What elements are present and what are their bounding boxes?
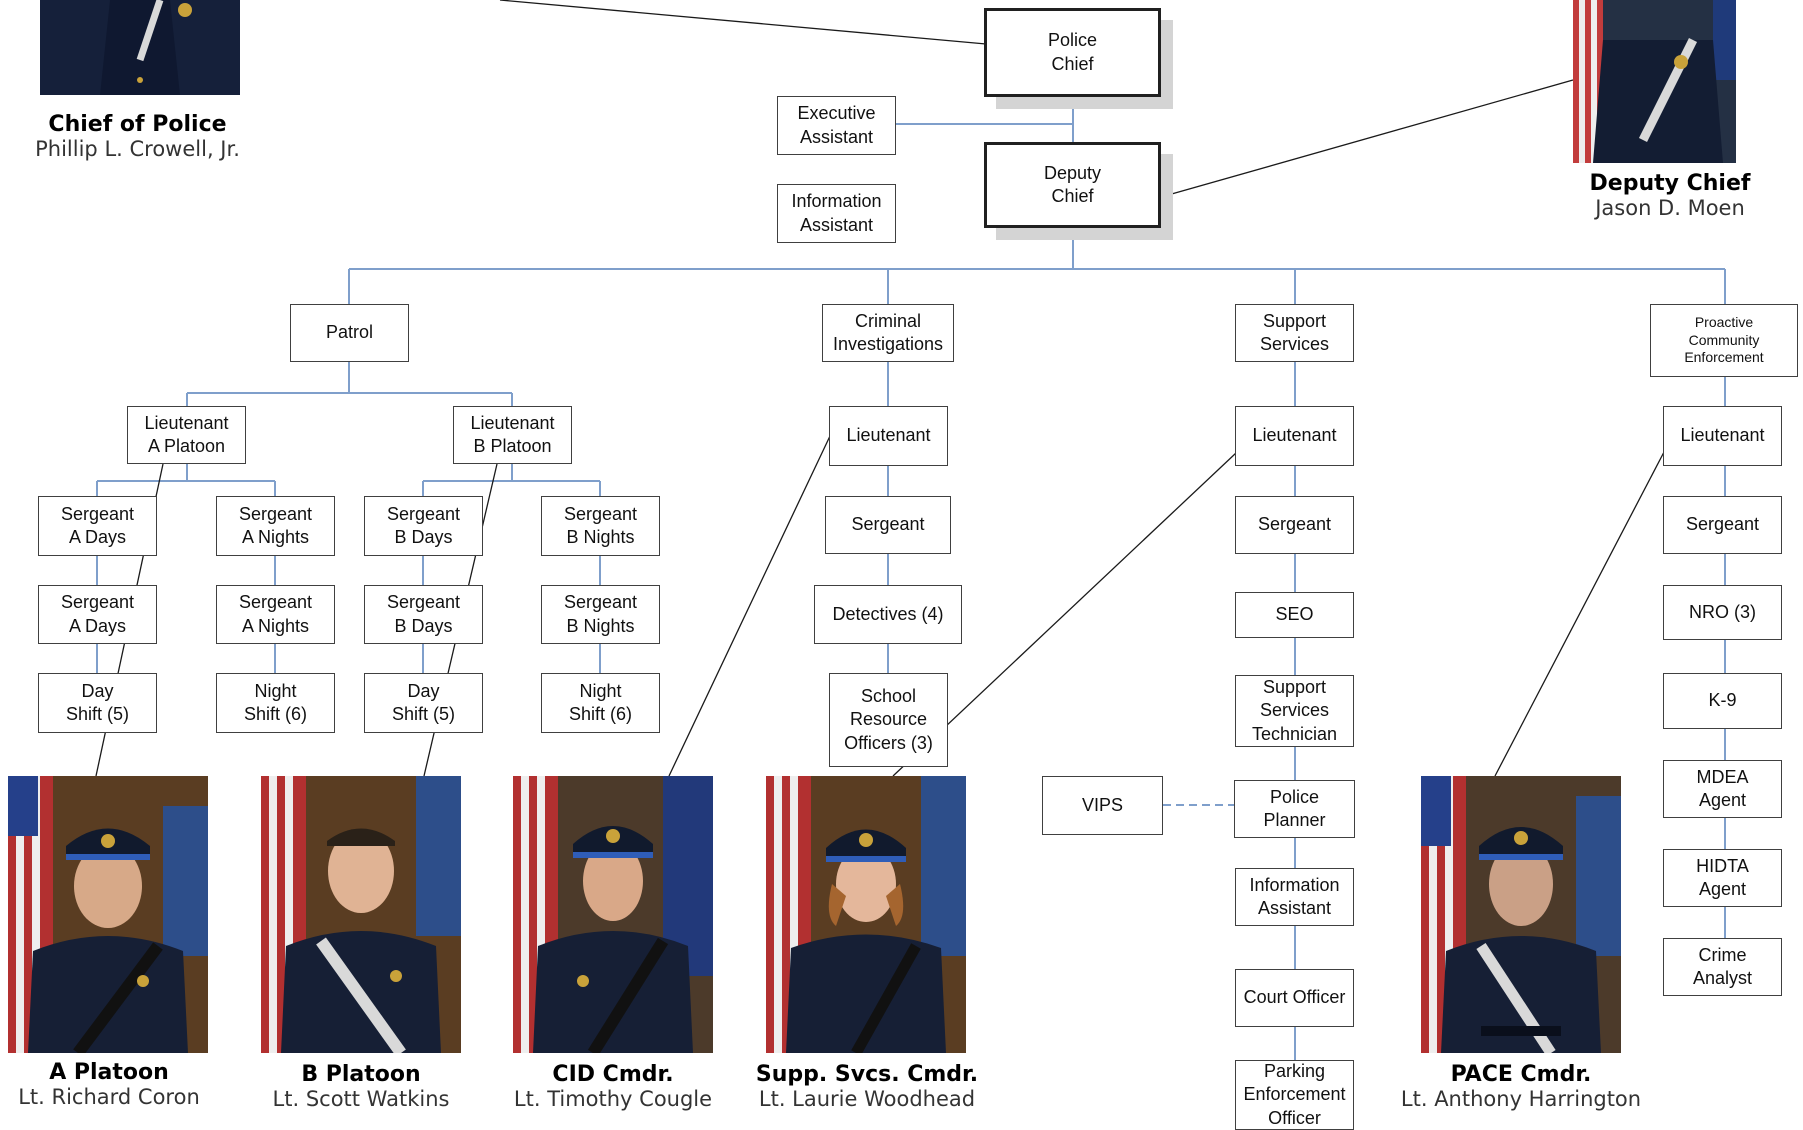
sergeant-a-nights-box: Sergeant A Nights bbox=[216, 585, 335, 644]
a-platoon-role: A Platoon bbox=[49, 1060, 169, 1085]
sergeant-a-nights-box: Sergeant A Nights bbox=[216, 496, 335, 556]
pace-commander-caption: PACE Cmdr. Lt. Anthony Harrington bbox=[1380, 1062, 1662, 1111]
criminal-investigations-box: Criminal Investigations bbox=[822, 304, 954, 362]
a-platoon-name: Lt. Richard Coron bbox=[18, 1085, 200, 1109]
b-platoon-role: B Platoon bbox=[301, 1062, 421, 1087]
nro-box: NRO (3) bbox=[1663, 585, 1782, 640]
lieutenant-b-platoon-box: Lieutenant B Platoon bbox=[453, 406, 572, 464]
sergeant-b-days-box: Sergeant B Days bbox=[364, 496, 483, 556]
b-platoon-name: Lt. Scott Watkins bbox=[272, 1087, 450, 1111]
cid-commander-role: CID Cmdr. bbox=[552, 1062, 674, 1087]
a-platoon-photo bbox=[8, 776, 208, 1053]
crime-analyst-box: Crime Analyst bbox=[1663, 938, 1782, 996]
deputy-chief-name: Jason D. Moen bbox=[1595, 196, 1745, 220]
sergeant-b-days-box: Sergeant B Days bbox=[364, 585, 483, 644]
pace-commander-role: PACE Cmdr. bbox=[1450, 1062, 1592, 1087]
b-platoon-caption: B Platoon Lt. Scott Watkins bbox=[245, 1062, 477, 1111]
support-commander-caption: Supp. Svcs. Cmdr. Lt. Laurie Woodhead bbox=[736, 1062, 998, 1111]
deputy-chief-photo bbox=[1573, 0, 1736, 163]
k9-box: K-9 bbox=[1663, 673, 1782, 729]
patrol-box: Patrol bbox=[290, 304, 409, 362]
pace-lieutenant-box: Lieutenant bbox=[1663, 406, 1782, 466]
executive-assistant-box: Executive Assistant bbox=[777, 96, 896, 155]
sergeant-a-days-box: Sergeant A Days bbox=[38, 496, 157, 556]
chief-photo bbox=[40, 0, 240, 95]
support-services-box: Support Services bbox=[1235, 304, 1354, 362]
support-sergeant-box: Sergeant bbox=[1235, 496, 1354, 554]
police-chief-box: Police Chief bbox=[984, 8, 1161, 97]
b-platoon-photo bbox=[261, 776, 461, 1053]
seo-box: SEO bbox=[1235, 592, 1354, 638]
deputy-chief-role: Deputy Chief bbox=[1589, 171, 1751, 196]
chief-name: Phillip L. Crowell, Jr. bbox=[35, 137, 240, 161]
sergeant-a-days-box: Sergeant A Days bbox=[38, 585, 157, 644]
information-assistant-box: Information Assistant bbox=[1235, 868, 1354, 926]
sergeant-b-nights-box: Sergeant B Nights bbox=[541, 585, 660, 644]
chief-role: Chief of Police bbox=[48, 112, 227, 137]
support-commander-name: Lt. Laurie Woodhead bbox=[758, 1087, 976, 1111]
night-shift-box: Night Shift (6) bbox=[216, 673, 335, 733]
hidta-agent-box: HIDTA Agent bbox=[1663, 849, 1782, 907]
day-shift-box: Day Shift (5) bbox=[38, 673, 157, 733]
mdea-agent-box: MDEA Agent bbox=[1663, 760, 1782, 818]
cid-commander-name: Lt. Timothy Cougle bbox=[513, 1087, 713, 1111]
cid-sergeant-box: Sergeant bbox=[825, 496, 951, 554]
lieutenant-a-platoon-box: Lieutenant A Platoon bbox=[127, 406, 246, 464]
support-commander-photo bbox=[766, 776, 966, 1053]
night-shift-box: Night Shift (6) bbox=[541, 673, 660, 733]
pace-commander-name: Lt. Anthony Harrington bbox=[1400, 1087, 1642, 1111]
support-commander-role: Supp. Svcs. Cmdr. bbox=[755, 1062, 979, 1087]
cid-commander-caption: CID Cmdr. Lt. Timothy Cougle bbox=[490, 1062, 736, 1111]
court-officer-box: Court Officer bbox=[1235, 969, 1354, 1027]
deputy-chief-box: Deputy Chief bbox=[984, 142, 1161, 228]
cid-commander-photo bbox=[513, 776, 713, 1053]
vips-box: VIPS bbox=[1042, 776, 1163, 835]
school-resource-officers-box: School Resource Officers (3) bbox=[829, 673, 948, 767]
cid-lieutenant-box: Lieutenant bbox=[829, 406, 948, 466]
sergeant-b-nights-box: Sergeant B Nights bbox=[541, 496, 660, 556]
support-services-technician-box: Support Services Technician bbox=[1235, 675, 1354, 747]
proactive-community-enforcement-box: Proactive Community Enforcement bbox=[1650, 304, 1798, 377]
pace-sergeant-box: Sergeant bbox=[1663, 496, 1782, 554]
deputy-chief-caption: Deputy Chief Jason D. Moen bbox=[1550, 171, 1790, 220]
information-assistant-box: Information Assistant bbox=[777, 184, 896, 243]
a-platoon-caption: A Platoon Lt. Richard Coron bbox=[0, 1060, 218, 1109]
detectives-box: Detectives (4) bbox=[814, 585, 962, 644]
pace-commander-photo bbox=[1421, 776, 1621, 1053]
chief-caption: Chief of Police Phillip L. Crowell, Jr. bbox=[10, 112, 265, 161]
parking-enforcement-officer-box: Parking Enforcement Officer bbox=[1235, 1060, 1354, 1130]
support-lieutenant-box: Lieutenant bbox=[1235, 406, 1354, 466]
police-planner-box: Police Planner bbox=[1234, 780, 1355, 838]
day-shift-box: Day Shift (5) bbox=[364, 673, 483, 733]
